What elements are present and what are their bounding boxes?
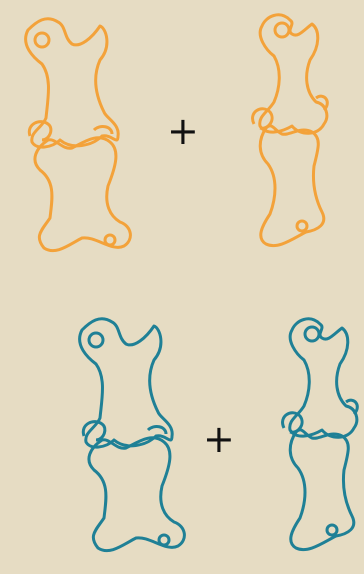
teal-bone-shape-right xyxy=(283,319,358,550)
orange-bone-shape-right xyxy=(253,15,328,246)
teal-bone-shape-left xyxy=(80,319,185,551)
orange-bone-shape-left xyxy=(26,19,131,251)
plus-sign-top: + xyxy=(167,112,199,150)
plus-sign-bottom: + xyxy=(203,420,235,458)
